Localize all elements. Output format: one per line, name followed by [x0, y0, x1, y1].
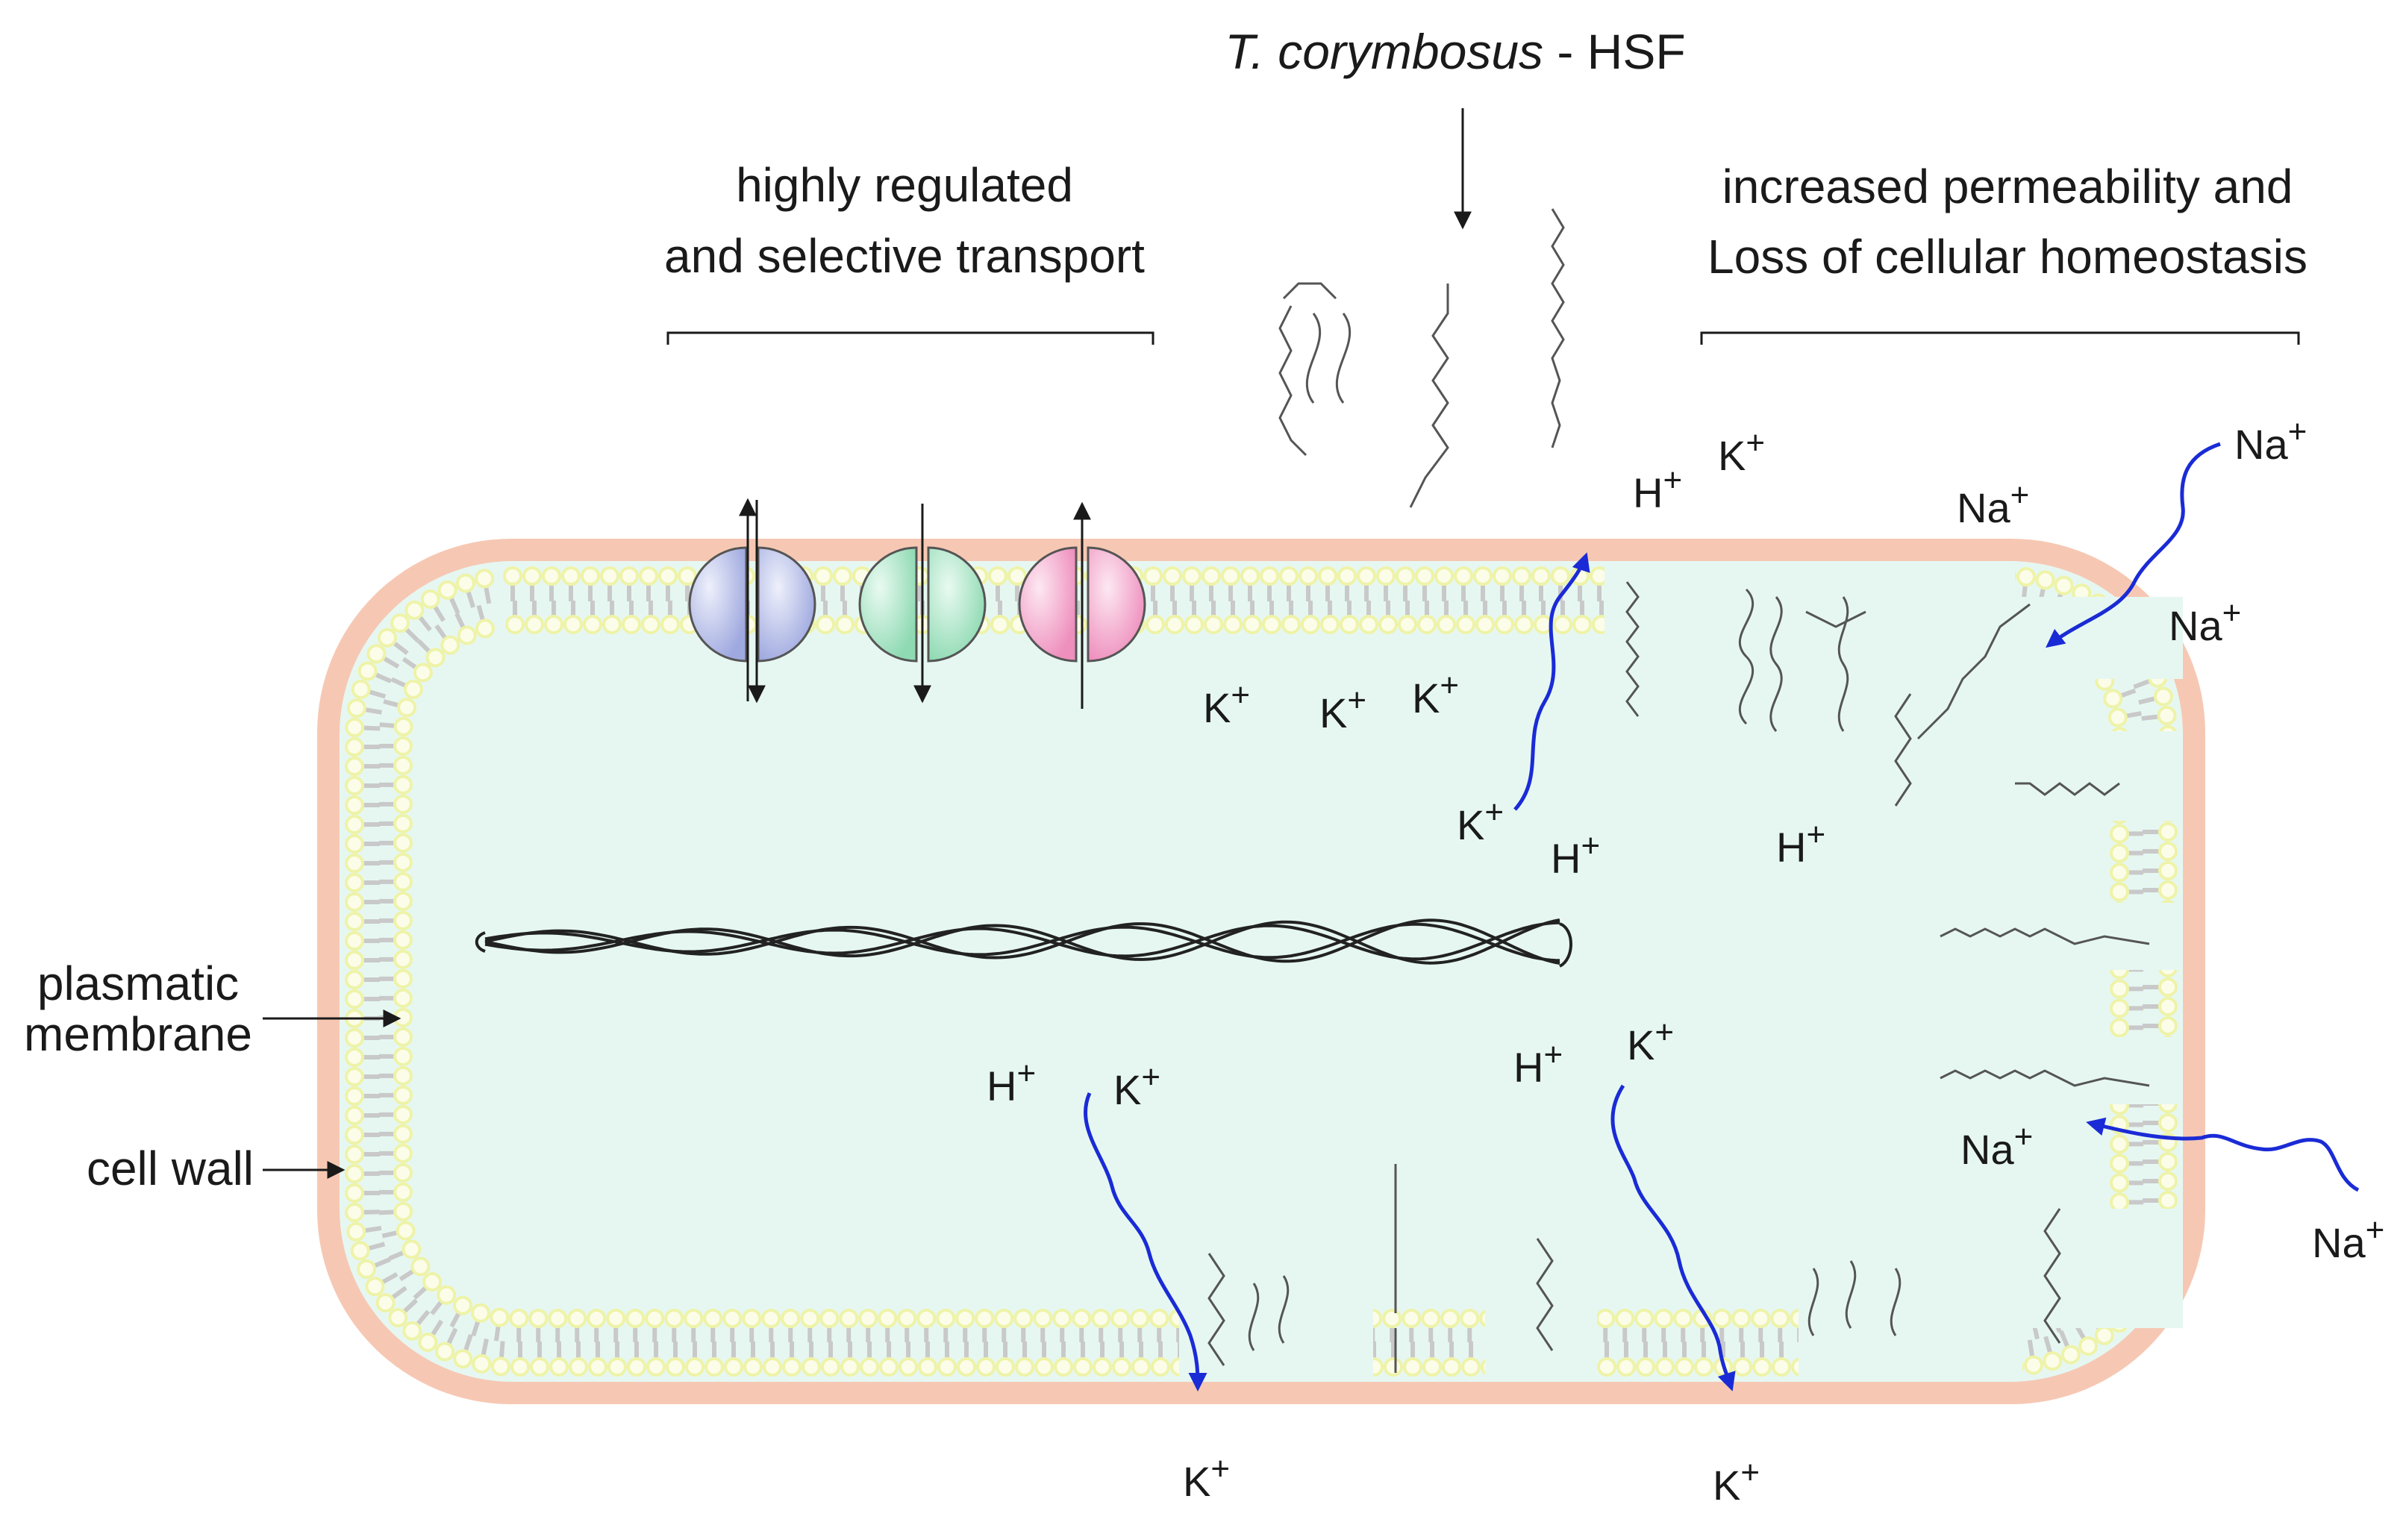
left-heading-line1: highly regulated: [736, 158, 1073, 212]
cell-wall-label: cell wall: [87, 1142, 254, 1195]
k-ion-label: K+: [1713, 1454, 1760, 1509]
k-ion-label: K+: [1718, 425, 1765, 479]
hsf-free-molecules: [1280, 209, 1563, 507]
na-ion-label: Na+: [1957, 477, 2029, 531]
plasmatic-membrane-label-line2: membrane: [24, 1007, 252, 1061]
h-ion-label: H+: [1633, 462, 1682, 516]
plasmatic-membrane-label-line1: plasmatic: [37, 957, 239, 1010]
left-heading-bracket: [668, 333, 1153, 345]
left-heading-line2: and selective transport: [664, 229, 1145, 283]
hsf-title: T. corymbosus - HSF: [1225, 24, 1685, 79]
right-heading-line2: Loss of cellular homeostasis: [1707, 230, 2307, 284]
na-ion-label: Na+: [2312, 1212, 2384, 1266]
right-heading-line1: increased permeability and: [1722, 160, 2293, 213]
na-ion-label: Na+: [2169, 595, 2241, 649]
k-ion-label: K+: [1183, 1450, 1230, 1505]
na-ion-label: Na+: [2234, 413, 2307, 468]
cytoplasm: [340, 561, 2183, 1382]
right-heading-bracket: [1702, 333, 2299, 345]
